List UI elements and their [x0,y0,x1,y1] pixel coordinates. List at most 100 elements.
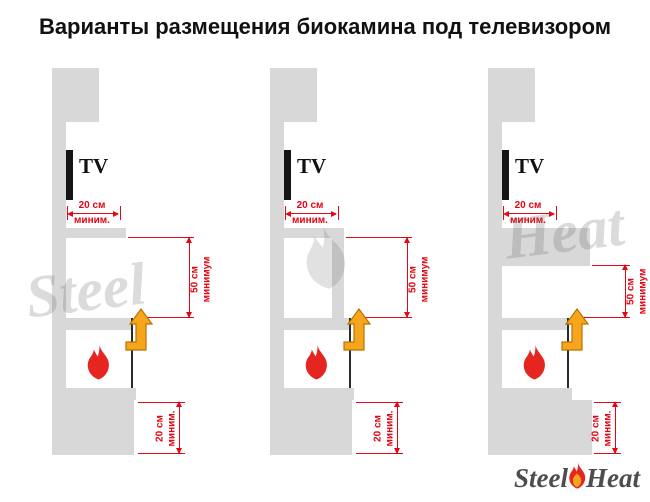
fireplace-top-slab [66,318,131,330]
fireplace-base [270,400,352,455]
dimension-arrow-up [404,237,410,243]
extension-line [128,237,194,238]
dimension-label-top: 20 см [296,200,324,211]
dim-text-line: 20 см [154,415,166,442]
tv-screen [66,150,73,200]
dimension-label-bottom: 20 см миним. [155,404,178,454]
dimension-arrow-right [331,211,337,217]
dim-text-line: 50 см [407,266,419,293]
dimension-arrow-up [622,264,628,270]
dimension-line [615,402,616,454]
extension-line [356,402,403,403]
dim-text-line: 50 см [625,278,637,305]
diagram-variant-2: TV 20 см миним. 50 см минимум 20 см мини… [250,66,462,460]
dimension-tick [120,206,121,220]
dimension-line [288,213,336,214]
tv-shelf [66,228,126,238]
flame-icon [523,345,545,380]
dimension-label-bottom: 20 см миним. [373,404,396,454]
tv-screen [502,150,509,200]
dimension-arrow-up [186,237,192,243]
dimension-arrow-up [176,401,182,407]
flame-icon [569,462,586,489]
dimension-label-top: 20 см [78,200,106,211]
fireplace-bottom-slab [502,388,572,400]
fireplace-top-slab [284,318,349,330]
dimension-arrow-left [285,211,291,217]
fireplace-base [52,400,134,455]
airflow-arrow-icon [125,307,154,351]
tv-shelf-block [502,228,590,266]
dim-text-line: минимум [637,268,649,315]
dimension-label-middle: 50 см минимум [626,251,649,333]
tv-label: TV [297,154,327,178]
dimension-line [179,402,180,454]
tv-screen [284,150,291,200]
dimension-tick [556,206,557,220]
dimension-line [625,265,626,318]
extension-line [346,237,412,238]
dimension-arrow-left [67,211,73,217]
dimension-arrow-up [612,401,618,407]
tv-label: TV [515,154,545,178]
dim-text-line: 50 см [189,266,201,293]
dimension-line [407,238,408,318]
dimension-arrow-down [186,312,192,318]
logo-text-heat: Heat [586,462,640,493]
flame-icon [87,345,109,380]
extension-line [594,402,621,403]
dimension-arrow-down [612,448,618,454]
dimension-label-top: миним. [510,215,546,226]
airflow-arrow-icon [343,307,372,351]
dimension-label-middle: 50 см минимум [408,239,431,321]
shelf-return-column [332,238,344,318]
dimension-arrow-right [549,211,555,217]
extension-line [135,317,194,318]
fireplace-glass [349,318,351,388]
dimension-line [189,238,190,318]
diagram-variant-1: TV 20 см миним. 50 см минимум 20 см мини… [32,66,244,460]
fireplace-base [488,400,592,455]
tv-shelf [284,228,344,238]
dimension-arrow-down [622,312,628,318]
dim-text-line: 20 см [372,415,384,442]
dim-text-line: миним. [384,410,396,447]
dim-text-line: миним. [166,410,178,447]
extension-line [138,453,185,454]
dimension-tick [338,206,339,220]
extension-line [592,265,630,266]
dimension-tick [67,206,68,220]
dimension-tick [503,206,504,220]
flame-icon [305,345,327,380]
fireplace-top-slab [502,318,567,330]
dim-text-line: 20 см [590,415,602,442]
extension-line [594,453,621,454]
extension-line [138,402,185,403]
tv-label: TV [79,154,109,178]
dimension-label-top: миним. [74,215,110,226]
dimension-arrow-down [404,312,410,318]
dimension-arrow-left [503,211,509,217]
wall-back [270,68,284,455]
airflow-arrow-icon [561,307,590,351]
page-title: Варианты размещения биокамина под телеви… [38,14,612,39]
fireplace-bottom-slab [66,388,136,400]
fireplace-glass [567,318,569,388]
dimension-line [397,402,398,454]
dimension-arrow-up [394,401,400,407]
dimension-tick [285,206,286,220]
dimension-line [70,213,118,214]
brand-logo: Steel Heat [514,462,640,494]
dimension-label-top: миним. [292,215,328,226]
extension-line [356,453,403,454]
dimension-label-bottom: 20 см миним. [591,404,614,454]
wall-back [52,68,66,455]
dim-text-line: миним. [602,410,614,447]
extension-line [571,317,630,318]
diagram-variant-3: TV 20 см миним. 50 см минимум 20 см мини… [468,66,650,460]
dim-text-line: минимум [419,256,431,303]
dimension-arrow-down [394,448,400,454]
dimension-label-middle: 50 см минимум [190,239,213,321]
fireplace-bottom-slab [284,388,354,400]
